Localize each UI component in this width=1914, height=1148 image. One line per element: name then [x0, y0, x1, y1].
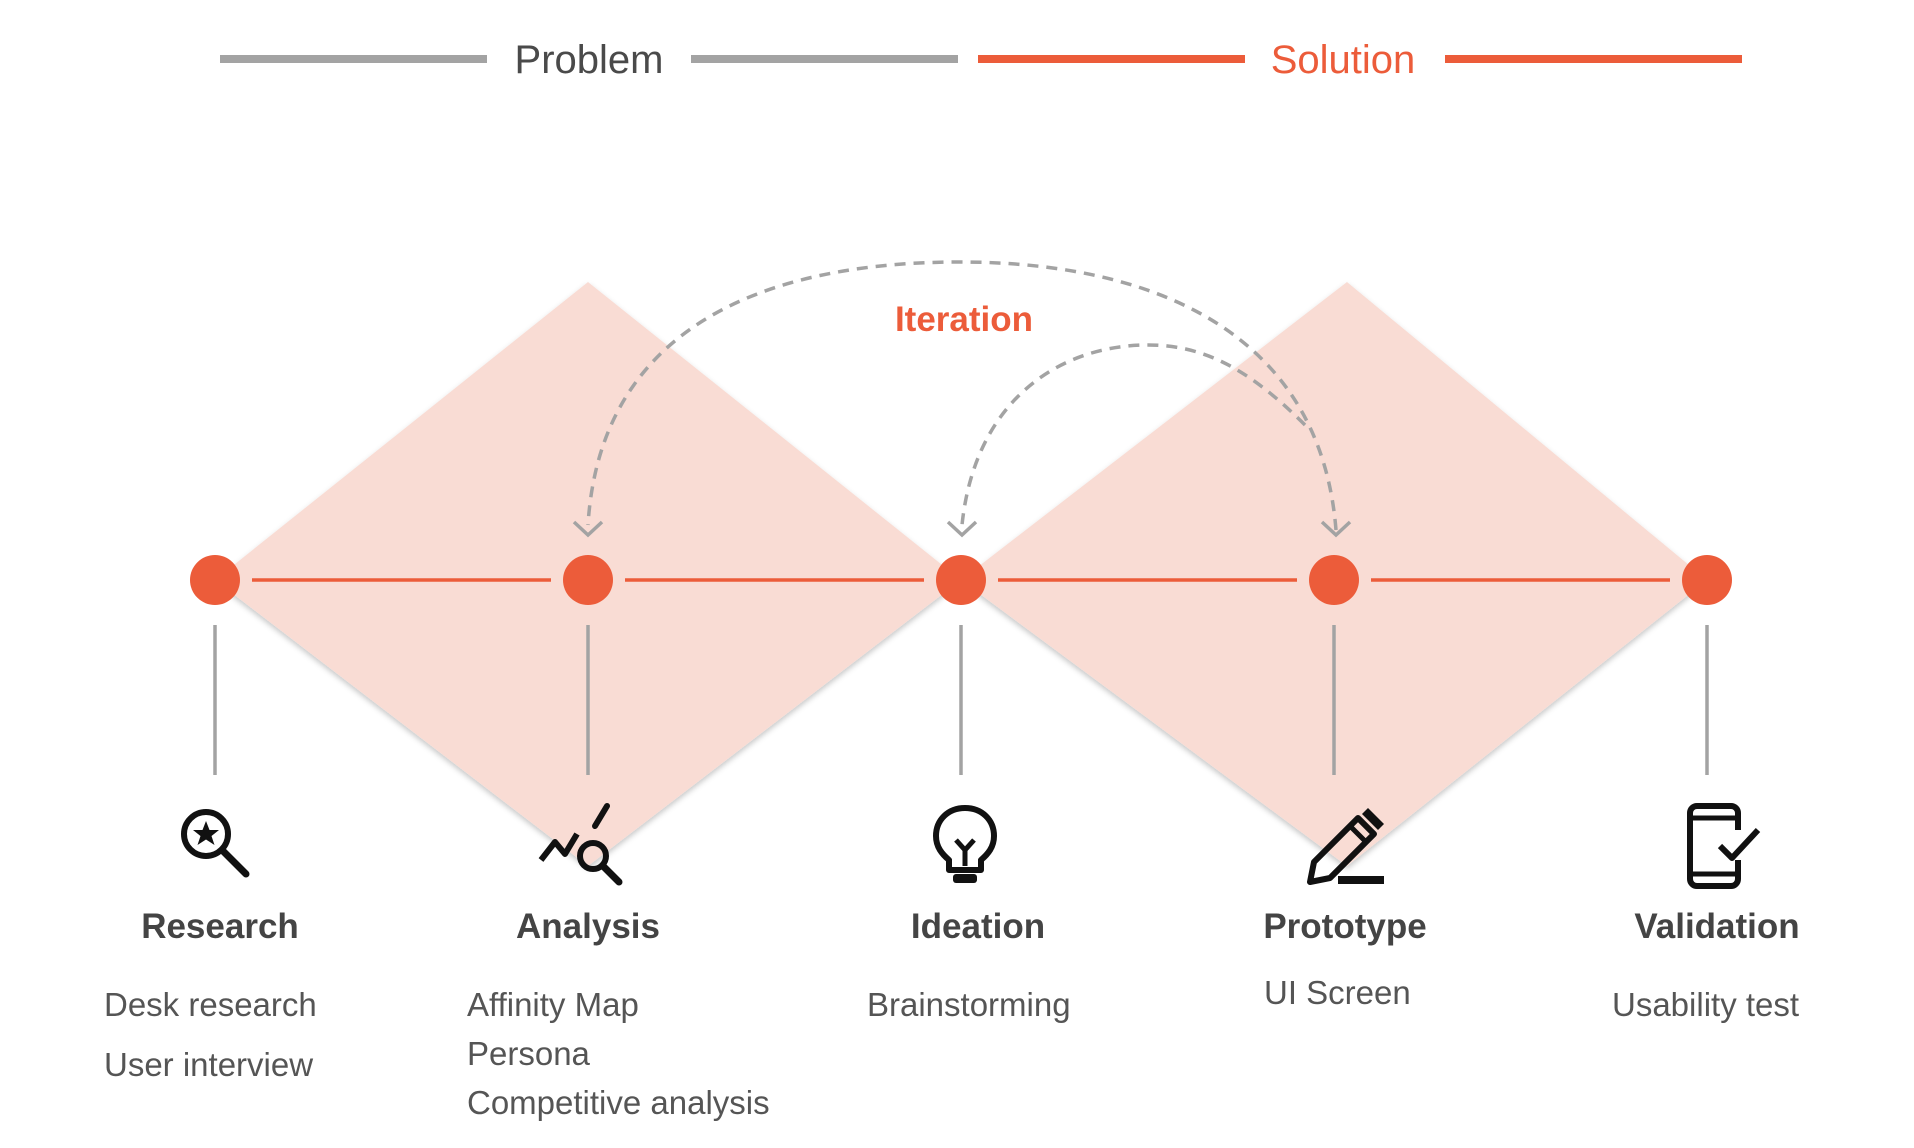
- iteration-arc-inner: [960, 343, 1307, 526]
- node-research: [190, 555, 240, 605]
- method-ui-screen: UI Screen: [1264, 974, 1411, 1011]
- node-analysis: [563, 555, 613, 605]
- method-brainstorming: Brainstorming: [867, 986, 1071, 1023]
- method-affinity-map: Affinity Map: [467, 986, 639, 1023]
- phone-check-icon: [1687, 803, 1761, 889]
- method-usability-test: Usability test: [1612, 986, 1800, 1023]
- search-star-icon: [181, 809, 250, 878]
- stage-title-research: Research: [141, 907, 299, 946]
- stage-title-analysis: Analysis: [516, 907, 660, 946]
- node-ideation: [936, 555, 986, 605]
- iteration-arrowhead-inner: [946, 520, 978, 538]
- solution-header: Solution: [1270, 38, 1416, 82]
- stage-title-prototype: Prototype: [1263, 907, 1427, 946]
- node-prototype: [1309, 555, 1359, 605]
- iteration-arrowhead-outer: [572, 520, 604, 538]
- iteration-arrowhead-prototype: [1320, 520, 1352, 538]
- chart-search-icon: [538, 803, 623, 886]
- method-competitive-analysis: Competitive analysis: [467, 1084, 770, 1121]
- problem-header: Problem: [514, 38, 664, 82]
- lightbulb-icon: [933, 805, 997, 883]
- iteration-label: Iteration: [894, 300, 1034, 339]
- method-user-interview: User interview: [104, 1046, 314, 1083]
- node-validation: [1682, 555, 1732, 605]
- method-desk-research: Desk research: [104, 986, 317, 1023]
- method-persona: Persona: [467, 1035, 590, 1072]
- pencil-icon: [1307, 808, 1384, 885]
- stage-title-validation: Validation: [1634, 907, 1800, 946]
- iteration-arc-outer: [586, 260, 1338, 531]
- stage-title-ideation: Ideation: [910, 907, 1046, 946]
